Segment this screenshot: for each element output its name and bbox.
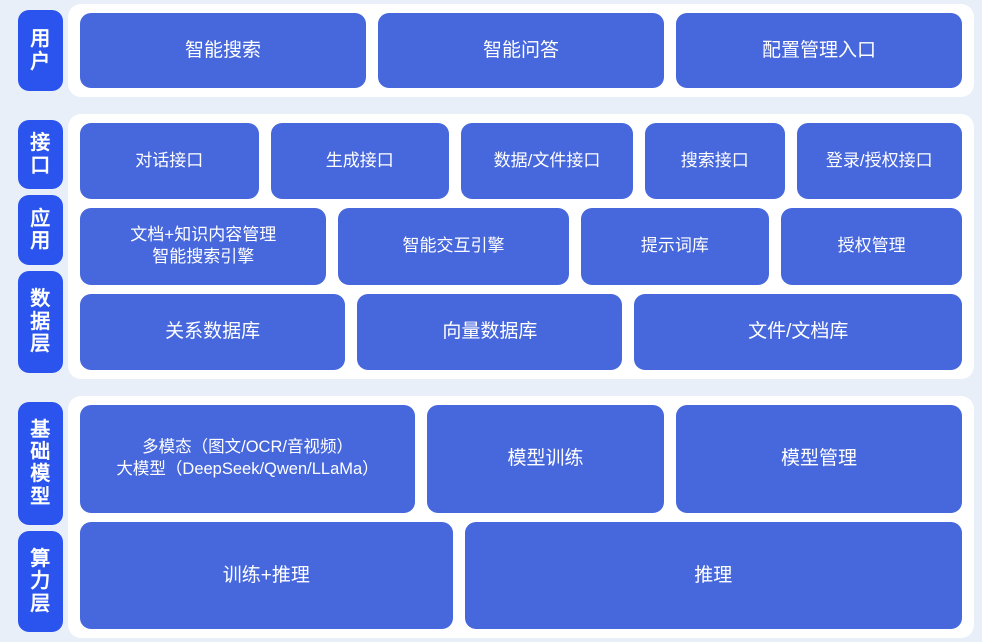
card-stack: 对话接口 生成接口 数据/文件接口 搜索接口 登录/授权接口 文档+知识内容管理… [68, 114, 974, 379]
layer-tag-interface[interactable]: 接口 [18, 120, 63, 190]
box-model-training[interactable]: 模型训练 [427, 405, 664, 513]
layer-tag-foundation-model[interactable]: 基础模型 [18, 402, 63, 525]
tag-column-stack: 接口 应用 数据层 [0, 110, 63, 383]
box-generation-api[interactable]: 生成接口 [270, 123, 449, 200]
box-multimodal-large-model[interactable]: 多模态（图文/OCR/音视频） 大模型（DeepSeek/Qwen/LLaMa） [80, 405, 416, 513]
row-foundation-model: 多模态（图文/OCR/音视频） 大模型（DeepSeek/Qwen/LLaMa）… [80, 405, 962, 513]
layer-tag-data-label: 数据层 [30, 288, 51, 356]
box-vector-database[interactable]: 向量数据库 [357, 293, 623, 370]
layer-tag-user-label: 用户 [30, 28, 51, 73]
box-dialog-api[interactable]: 对话接口 [80, 123, 259, 200]
box-doc-knowledge-management[interactable]: 文档+知识内容管理 智能搜索引擎 [80, 208, 327, 285]
row-compute: 训练+推理 推理 [80, 521, 962, 629]
row-application: 文档+知识内容管理 智能搜索引擎 智能交互引擎 提示词库 授权管理 [80, 208, 962, 285]
row-data: 关系数据库 向量数据库 文件/文档库 [80, 293, 962, 370]
box-authorization-management[interactable]: 授权管理 [781, 208, 962, 285]
box-relational-database[interactable]: 关系数据库 [80, 293, 346, 370]
layer-tag-application[interactable]: 应用 [18, 195, 63, 265]
box-model-management[interactable]: 模型管理 [676, 405, 962, 513]
layer-tag-compute-label: 算力层 [30, 547, 51, 615]
layer-tag-application-label: 应用 [30, 207, 51, 253]
layer-tag-interface-label: 接口 [30, 132, 51, 177]
box-smart-interaction-engine[interactable]: 智能交互引擎 [338, 208, 569, 285]
layer-tag-foundation-model-label: 基础模型 [30, 418, 51, 508]
box-smart-search[interactable]: 智能搜索 [80, 13, 366, 88]
box-smart-qa[interactable]: 智能问答 [378, 13, 664, 88]
box-config-management-entry[interactable]: 配置管理入口 [676, 13, 962, 88]
layer-tag-compute[interactable]: 算力层 [18, 530, 63, 632]
box-training-plus-inference[interactable]: 训练+推理 [80, 521, 453, 629]
tag-column-user: 用户 [0, 0, 63, 101]
row-interface: 对话接口 生成接口 数据/文件接口 搜索接口 登录/授权接口 [80, 123, 962, 200]
card-user: 智能搜索 智能问答 配置管理入口 [68, 4, 974, 97]
box-inference[interactable]: 推理 [464, 521, 962, 629]
layer-tag-data[interactable]: 数据层 [18, 270, 63, 373]
band-user: 用户 智能搜索 智能问答 配置管理入口 [0, 0, 982, 101]
box-login-auth-api[interactable]: 登录/授权接口 [796, 123, 962, 200]
row-user: 智能搜索 智能问答 配置管理入口 [80, 13, 962, 88]
box-file-document-store[interactable]: 文件/文档库 [634, 293, 962, 370]
tag-column-compute: 基础模型 算力层 [0, 392, 63, 642]
layer-tag-user[interactable]: 用户 [18, 10, 63, 91]
box-search-api[interactable]: 搜索接口 [645, 123, 785, 200]
card-compute: 多模态（图文/OCR/音视频） 大模型（DeepSeek/Qwen/LLaMa）… [68, 396, 974, 638]
box-prompt-library[interactable]: 提示词库 [580, 208, 770, 285]
band-compute: 基础模型 算力层 多模态（图文/OCR/音视频） 大模型（DeepSeek/Qw… [0, 392, 982, 642]
band-stack: 接口 应用 数据层 对话接口 生成接口 数据/文件接口 搜索接口 登录/授权接口… [0, 110, 982, 383]
box-data-file-api[interactable]: 数据/文件接口 [461, 123, 633, 200]
